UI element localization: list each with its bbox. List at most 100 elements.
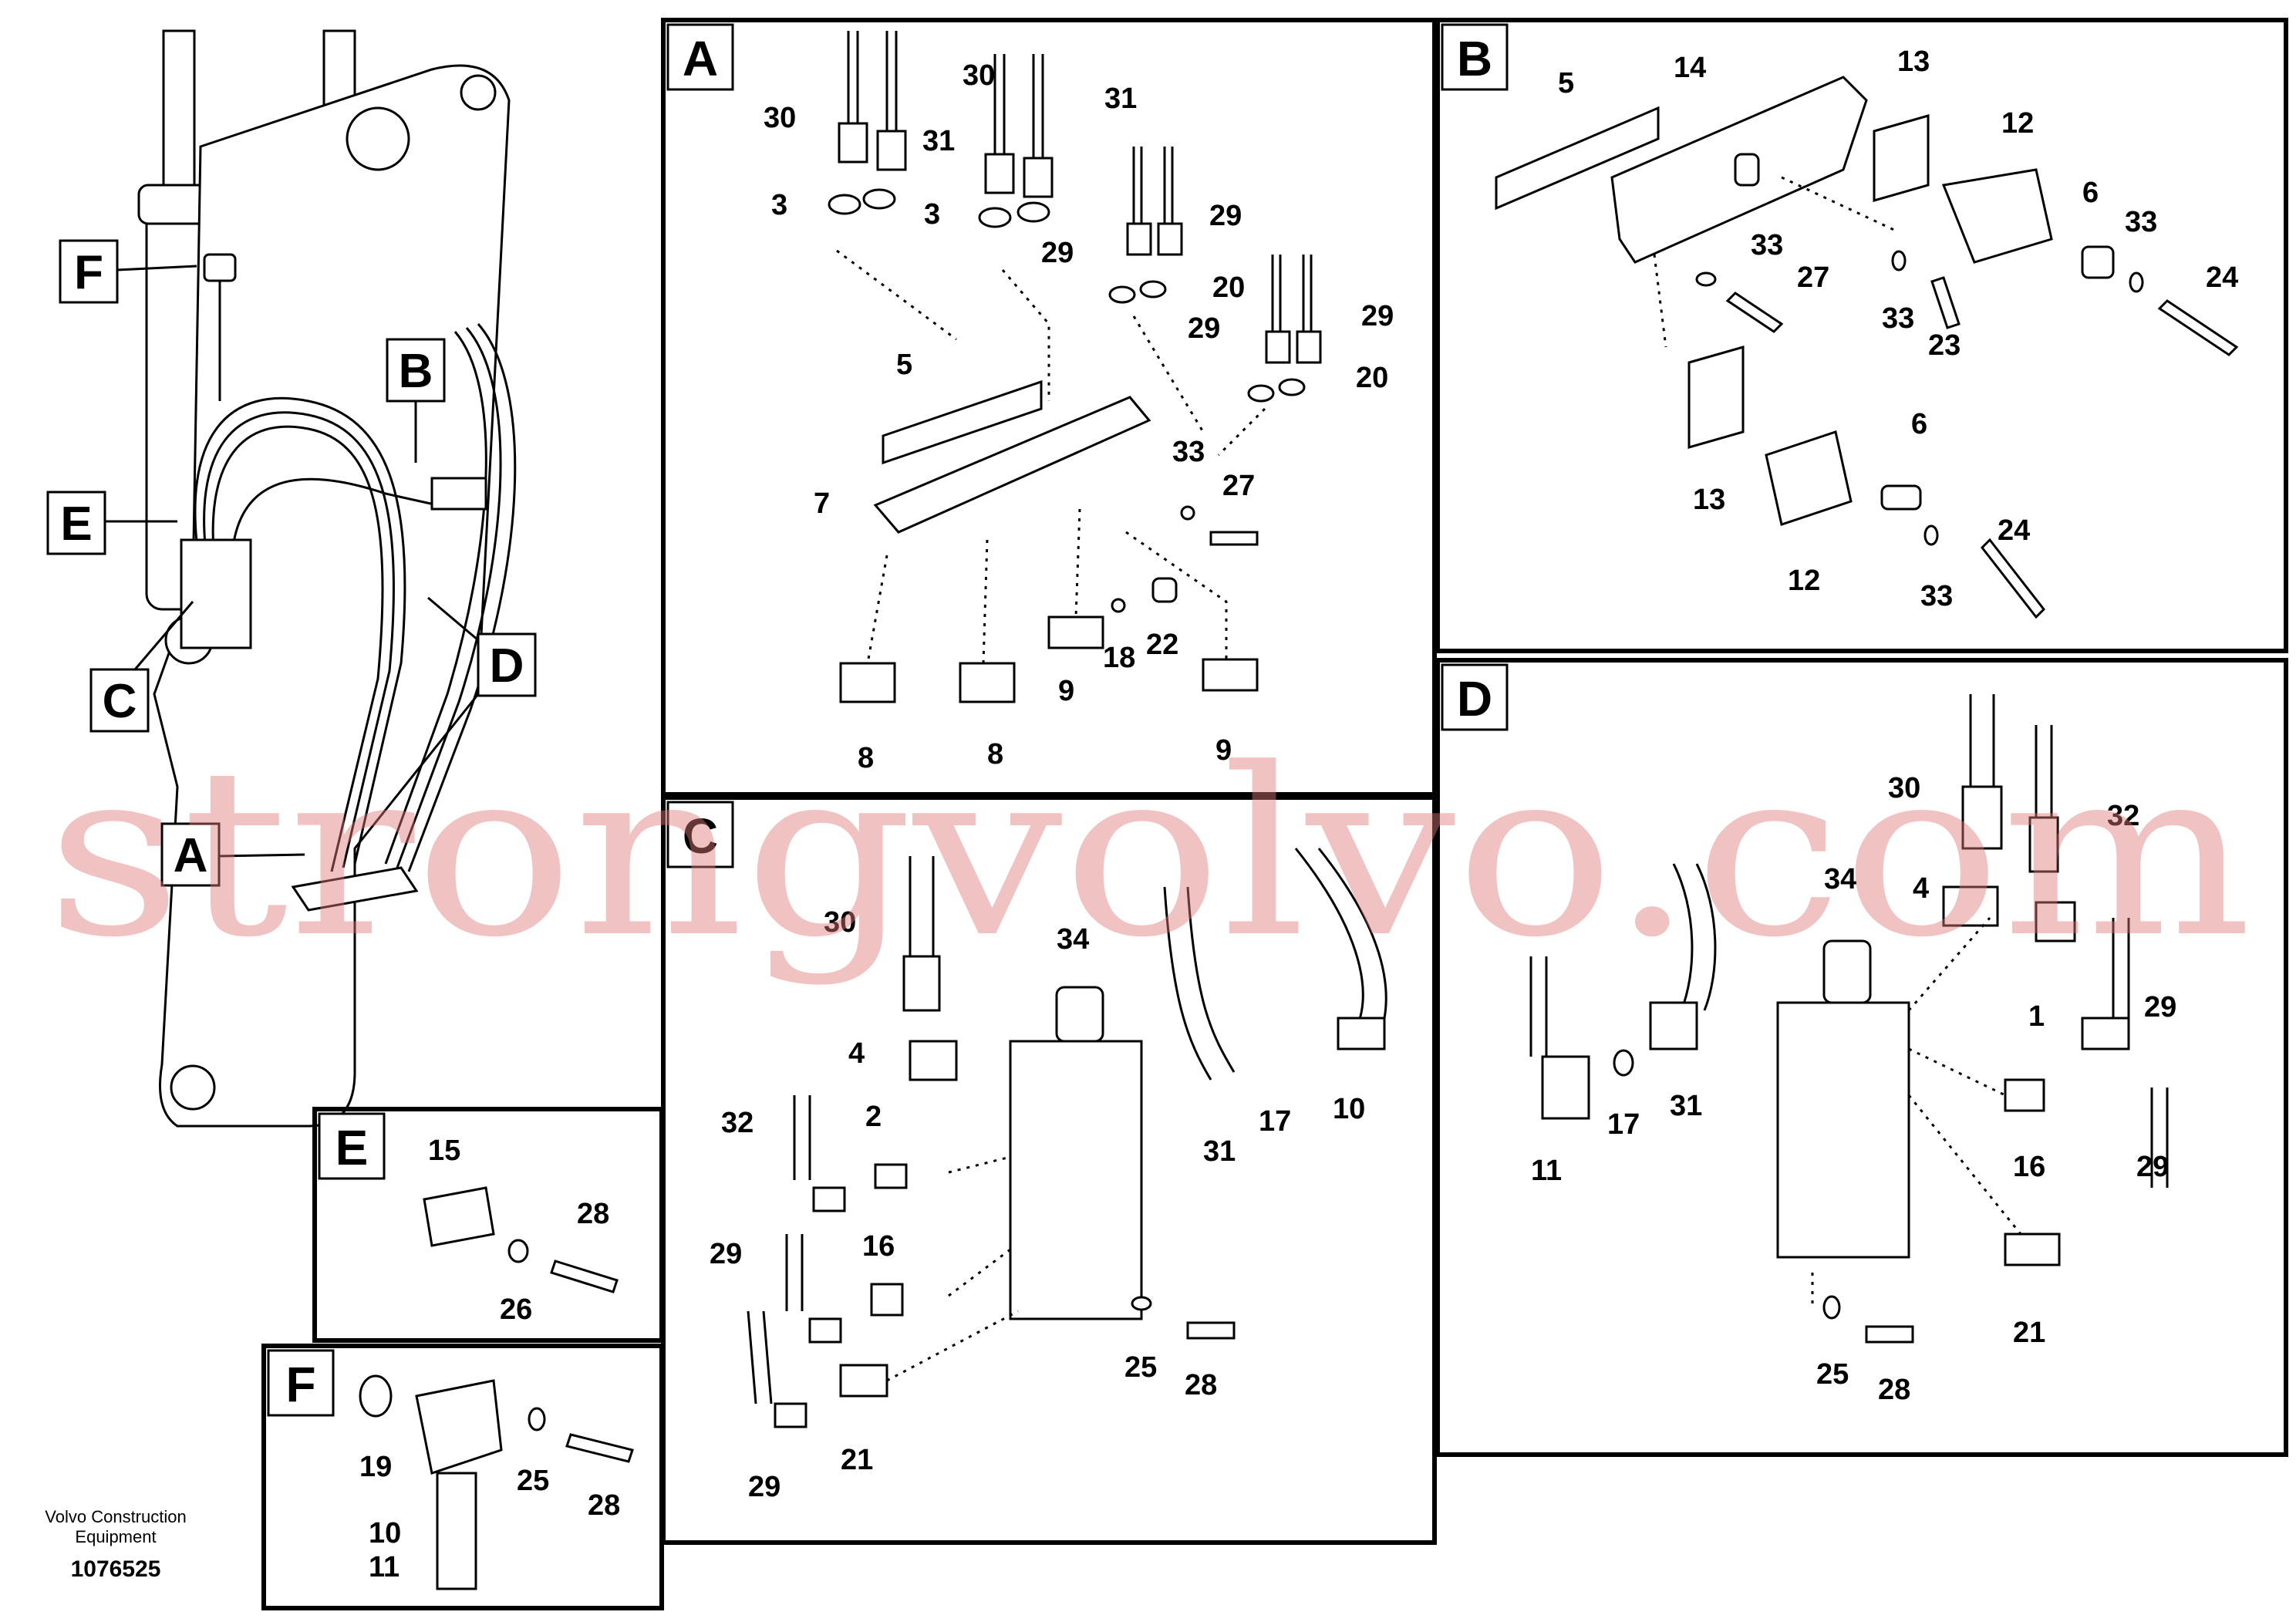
- svg-text:33: 33: [1751, 229, 1783, 261]
- panel-c: C: [661, 795, 1437, 1545]
- svg-text:17: 17: [1259, 1105, 1291, 1138]
- overview-label-b: B: [386, 338, 446, 463]
- svg-text:21: 21: [2013, 1317, 2045, 1349]
- panel-d: D: [1435, 658, 2288, 1457]
- svg-text:29: 29: [710, 1238, 742, 1270]
- svg-text:31: 31: [1203, 1135, 1236, 1168]
- svg-text:32: 32: [721, 1107, 754, 1139]
- svg-text:27: 27: [1222, 470, 1255, 502]
- panel-b: B: [1435, 18, 2288, 653]
- svg-text:10: 10: [369, 1517, 401, 1549]
- svg-text:4: 4: [1913, 872, 1929, 905]
- svg-text:29: 29: [2144, 991, 2176, 1023]
- svg-text:12: 12: [2001, 107, 2034, 140]
- svg-text:13: 13: [1693, 484, 1725, 516]
- svg-text:33: 33: [2125, 206, 2157, 238]
- panel-letter: C: [683, 808, 718, 864]
- svg-text:17: 17: [1607, 1108, 1640, 1141]
- overview-label-f: F: [59, 239, 197, 304]
- svg-text:5: 5: [1558, 67, 1574, 99]
- svg-text:16: 16: [2013, 1151, 2045, 1183]
- svg-text:20: 20: [1212, 271, 1245, 304]
- svg-text:6: 6: [1911, 408, 1927, 440]
- panel-letter: F: [285, 1357, 315, 1412]
- svg-text:4: 4: [848, 1037, 865, 1070]
- overview-label-c: C: [89, 601, 194, 733]
- svg-text:33: 33: [1172, 436, 1205, 468]
- svg-text:23: 23: [1928, 329, 1961, 362]
- panel-e-callouts: 15 28 26: [428, 1135, 609, 1326]
- panel-letter: B: [1457, 31, 1492, 86]
- panel-a: A: [661, 18, 1437, 797]
- panel-f: F: [261, 1344, 664, 1610]
- svg-text:6: 6: [2082, 177, 2099, 209]
- svg-text:31: 31: [922, 125, 955, 157]
- footer: Volvo Construction Equipment 1076525: [45, 1507, 186, 1582]
- svg-text:20: 20: [1356, 362, 1388, 394]
- svg-text:12: 12: [1788, 565, 1820, 597]
- overview-label-d: D: [427, 596, 537, 697]
- svg-text:22: 22: [1146, 629, 1178, 661]
- svg-text:26: 26: [500, 1293, 532, 1326]
- svg-text:34: 34: [1057, 923, 1089, 956]
- svg-text:33: 33: [1920, 580, 1953, 612]
- svg-text:Volvo Construction: Volvo Construction: [45, 1507, 186, 1526]
- svg-text:24: 24: [2206, 261, 2238, 294]
- svg-text:15: 15: [428, 1135, 460, 1167]
- svg-text:7: 7: [814, 487, 830, 520]
- svg-text:21: 21: [841, 1444, 873, 1476]
- svg-text:31: 31: [1670, 1090, 1702, 1122]
- svg-text:19: 19: [359, 1451, 392, 1483]
- svg-text:34: 34: [1824, 863, 1856, 895]
- svg-text:29: 29: [1188, 312, 1220, 345]
- svg-text:18: 18: [1103, 642, 1135, 674]
- svg-text:28: 28: [577, 1198, 609, 1230]
- svg-text:5: 5: [896, 349, 912, 381]
- svg-text:B: B: [399, 345, 433, 398]
- panel-c-callouts: 30 34 4 17 10 32 2 31 29 16 25 28 29 21: [710, 906, 1365, 1503]
- panel-b-callouts: 5 14 13 12 6 33 24 33 27 33 23 13 12 6 3…: [1558, 46, 2238, 612]
- svg-text:14: 14: [1674, 52, 1706, 84]
- panel-a-callouts: 30 30 31 31 3 3 29 29 20 20 29 29 5 7 33…: [764, 59, 1394, 774]
- svg-text:24: 24: [1998, 514, 2030, 547]
- svg-text:29: 29: [748, 1471, 781, 1503]
- overview-label-e: E: [46, 491, 177, 555]
- overview-label-a: A: [160, 822, 305, 887]
- svg-text:9: 9: [1215, 734, 1232, 767]
- panel-f-callouts: 19 25 28 10 11: [359, 1451, 620, 1583]
- svg-text:10: 10: [1333, 1093, 1365, 1125]
- svg-text:29: 29: [1209, 200, 1242, 232]
- svg-text:A: A: [174, 829, 208, 882]
- boom-overview: [137, 29, 517, 1128]
- svg-text:30: 30: [963, 59, 995, 92]
- svg-text:16: 16: [862, 1230, 895, 1263]
- panel-e: E: [312, 1107, 664, 1343]
- svg-text:25: 25: [1816, 1358, 1849, 1391]
- svg-text:8: 8: [858, 742, 874, 774]
- svg-text:3: 3: [924, 198, 940, 231]
- svg-text:11: 11: [1531, 1155, 1562, 1187]
- svg-text:29: 29: [2136, 1151, 2169, 1183]
- svg-text:28: 28: [1185, 1369, 1217, 1401]
- svg-text:Equipment: Equipment: [75, 1527, 156, 1546]
- svg-text:29: 29: [1041, 237, 1074, 269]
- svg-text:F: F: [74, 246, 103, 299]
- svg-text:1: 1: [2028, 1000, 2045, 1033]
- panel-letter: D: [1457, 671, 1492, 727]
- svg-text:11: 11: [369, 1551, 400, 1583]
- svg-text:C: C: [103, 675, 137, 728]
- svg-text:33: 33: [1882, 302, 1914, 335]
- svg-text:25: 25: [517, 1465, 549, 1497]
- panel-letter: E: [335, 1120, 369, 1175]
- svg-text:32: 32: [2107, 800, 2139, 832]
- panel-d-callouts: 30 32 34 4 1 29 31 17 11 16 29 21 25 28: [1531, 772, 2176, 1406]
- svg-text:27: 27: [1797, 261, 1829, 294]
- svg-text:13: 13: [1897, 46, 1930, 78]
- svg-text:3: 3: [771, 189, 787, 221]
- svg-text:30: 30: [824, 906, 856, 939]
- svg-text:25: 25: [1124, 1351, 1157, 1384]
- svg-text:8: 8: [987, 738, 1003, 771]
- svg-text:9: 9: [1058, 675, 1074, 707]
- svg-text:30: 30: [1888, 772, 1920, 804]
